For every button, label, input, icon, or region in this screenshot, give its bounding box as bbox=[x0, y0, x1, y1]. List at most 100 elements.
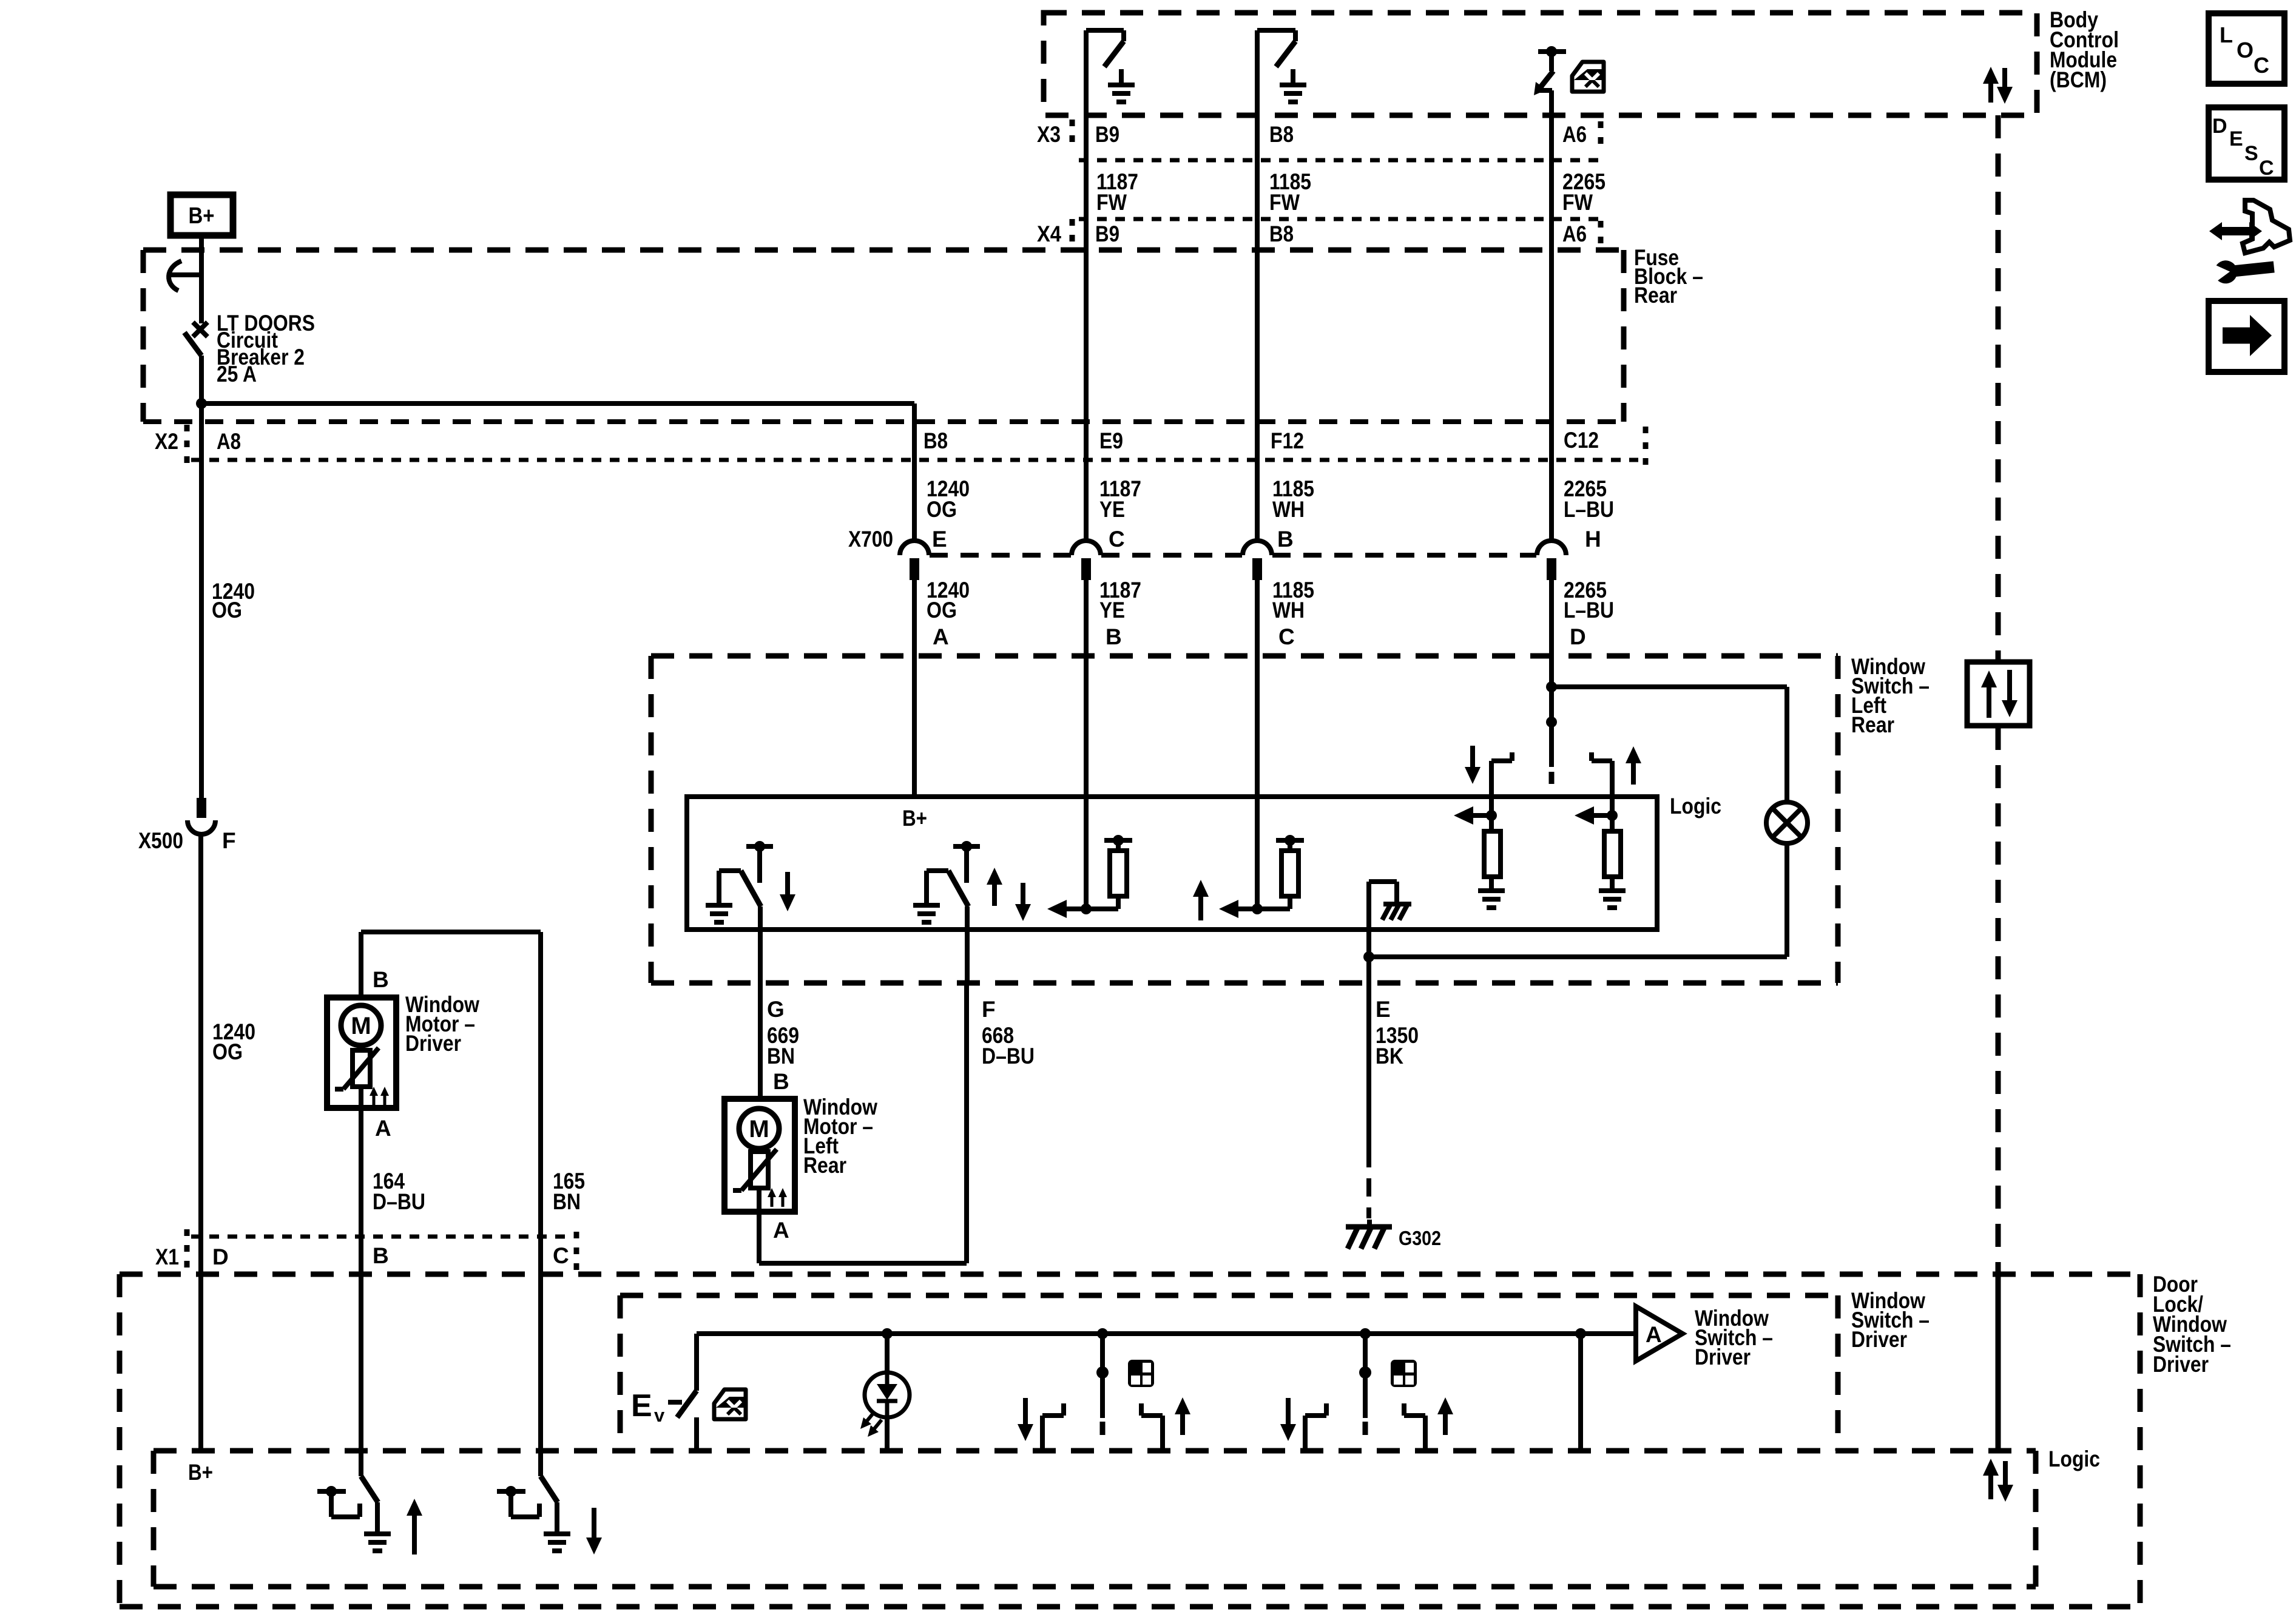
svg-text:A: A bbox=[1646, 1322, 1662, 1347]
svg-text:WH: WH bbox=[1272, 497, 1305, 522]
svg-text:L–BU: L–BU bbox=[1564, 497, 1614, 522]
svg-text:B8: B8 bbox=[923, 428, 948, 453]
svg-text:H: H bbox=[1585, 527, 1601, 552]
svg-text:M: M bbox=[351, 1013, 371, 1039]
svg-text:X700: X700 bbox=[848, 527, 893, 552]
svg-text:165: 165 bbox=[553, 1169, 585, 1193]
svg-text:E: E bbox=[631, 1388, 652, 1423]
svg-text:OG: OG bbox=[927, 497, 957, 522]
svg-text:Rear: Rear bbox=[803, 1153, 846, 1178]
svg-text:YE: YE bbox=[1099, 598, 1125, 623]
svg-text:FW: FW bbox=[1269, 190, 1300, 215]
svg-text:Rear: Rear bbox=[1634, 283, 1677, 308]
svg-text:BK: BK bbox=[1376, 1044, 1403, 1068]
svg-text:Door: Door bbox=[2153, 1272, 2198, 1297]
svg-text:L: L bbox=[2220, 22, 2233, 47]
svg-text:B: B bbox=[373, 1243, 389, 1268]
svg-text:D: D bbox=[2212, 115, 2227, 138]
svg-text:G302: G302 bbox=[1399, 1227, 1441, 1249]
svg-text:C: C bbox=[553, 1243, 569, 1268]
svg-text:A6: A6 bbox=[1562, 122, 1587, 147]
svg-text:X1: X1 bbox=[155, 1244, 179, 1269]
svg-text:Control: Control bbox=[2050, 27, 2119, 52]
svg-text:D–BU: D–BU bbox=[982, 1044, 1035, 1068]
svg-text:Window: Window bbox=[1695, 1306, 1769, 1331]
svg-text:S: S bbox=[2244, 142, 2258, 165]
svg-text:X2: X2 bbox=[155, 429, 178, 454]
svg-text:A: A bbox=[933, 624, 949, 649]
svg-text:1185: 1185 bbox=[1272, 476, 1314, 501]
svg-text:B8: B8 bbox=[1269, 122, 1294, 147]
svg-text:F: F bbox=[222, 828, 236, 853]
svg-text:E9: E9 bbox=[1099, 428, 1123, 453]
svg-text:1185: 1185 bbox=[1272, 578, 1314, 603]
svg-text:E: E bbox=[1376, 997, 1391, 1022]
svg-text:FW: FW bbox=[1562, 190, 1593, 215]
svg-text:1185: 1185 bbox=[1269, 169, 1311, 194]
svg-text:C: C bbox=[2259, 157, 2274, 180]
svg-text:1187: 1187 bbox=[1099, 476, 1141, 501]
svg-text:B9: B9 bbox=[1095, 122, 1119, 147]
svg-text:Window: Window bbox=[405, 992, 479, 1017]
svg-text:Left: Left bbox=[1851, 693, 1886, 718]
svg-text:Logic: Logic bbox=[2048, 1447, 2100, 1471]
svg-text:Breaker 2: Breaker 2 bbox=[217, 345, 305, 370]
svg-text:C: C bbox=[1109, 527, 1125, 552]
svg-text:v: v bbox=[654, 1405, 665, 1426]
svg-text:B9: B9 bbox=[1095, 221, 1119, 246]
svg-text:Window: Window bbox=[1851, 1288, 1925, 1313]
svg-text:Left: Left bbox=[803, 1133, 839, 1158]
svg-text:Switch –: Switch – bbox=[1851, 673, 1930, 698]
svg-text:Driver: Driver bbox=[1695, 1345, 1751, 1369]
svg-text:1187: 1187 bbox=[1096, 169, 1138, 194]
svg-text:X500: X500 bbox=[138, 828, 183, 853]
svg-text:D–BU: D–BU bbox=[373, 1189, 425, 1214]
svg-text:B: B bbox=[373, 967, 389, 992]
svg-text:1240: 1240 bbox=[927, 476, 970, 501]
svg-text:Switch –: Switch – bbox=[1695, 1325, 1773, 1350]
svg-text:1240: 1240 bbox=[212, 579, 255, 604]
svg-text:1240: 1240 bbox=[927, 578, 970, 603]
svg-text:Logic: Logic bbox=[1670, 794, 1721, 819]
svg-text:1187: 1187 bbox=[1099, 578, 1141, 603]
svg-text:D: D bbox=[212, 1244, 229, 1269]
svg-text:2265: 2265 bbox=[1564, 578, 1607, 603]
svg-text:Window: Window bbox=[1851, 654, 1925, 679]
svg-text:Rear: Rear bbox=[1851, 712, 1894, 737]
svg-text:OG: OG bbox=[927, 598, 957, 623]
svg-text:Motor –: Motor – bbox=[405, 1011, 475, 1036]
svg-text:O: O bbox=[2237, 38, 2254, 62]
svg-text:Window: Window bbox=[2153, 1312, 2227, 1337]
svg-text:WH: WH bbox=[1272, 598, 1305, 623]
svg-text:BN: BN bbox=[767, 1044, 795, 1068]
svg-text:A: A bbox=[773, 1218, 789, 1243]
svg-text:A: A bbox=[375, 1116, 391, 1141]
svg-text:669: 669 bbox=[767, 1023, 799, 1048]
svg-text:B+: B+ bbox=[188, 1460, 213, 1485]
svg-text:C: C bbox=[1278, 624, 1295, 649]
svg-text:X4: X4 bbox=[1037, 221, 1061, 246]
svg-text:Block –: Block – bbox=[1634, 264, 1703, 289]
svg-text:X3: X3 bbox=[1037, 122, 1061, 147]
svg-text:L–BU: L–BU bbox=[1564, 598, 1614, 623]
svg-text:Module: Module bbox=[2050, 47, 2117, 72]
svg-text:Driver: Driver bbox=[2153, 1352, 2209, 1377]
svg-text:1240: 1240 bbox=[212, 1019, 255, 1044]
svg-text:B: B bbox=[1106, 624, 1122, 649]
svg-text:Motor –: Motor – bbox=[803, 1114, 873, 1139]
svg-text:1350: 1350 bbox=[1376, 1023, 1419, 1048]
svg-text:G: G bbox=[767, 997, 785, 1022]
svg-text:A6: A6 bbox=[1562, 221, 1587, 246]
svg-text:Driver: Driver bbox=[405, 1031, 461, 1056]
svg-text:B: B bbox=[1277, 527, 1294, 552]
svg-text:Driver: Driver bbox=[1851, 1327, 1907, 1352]
svg-text:E: E bbox=[932, 527, 947, 552]
svg-text:D: D bbox=[1570, 624, 1586, 649]
svg-text:Circuit: Circuit bbox=[217, 328, 278, 353]
svg-text:YE: YE bbox=[1099, 497, 1125, 522]
svg-text:LT DOORS: LT DOORS bbox=[217, 311, 315, 336]
svg-text:B+: B+ bbox=[902, 806, 927, 831]
svg-text:A8: A8 bbox=[217, 429, 241, 454]
svg-text:Window: Window bbox=[803, 1095, 877, 1119]
svg-text:B8: B8 bbox=[1269, 221, 1294, 246]
